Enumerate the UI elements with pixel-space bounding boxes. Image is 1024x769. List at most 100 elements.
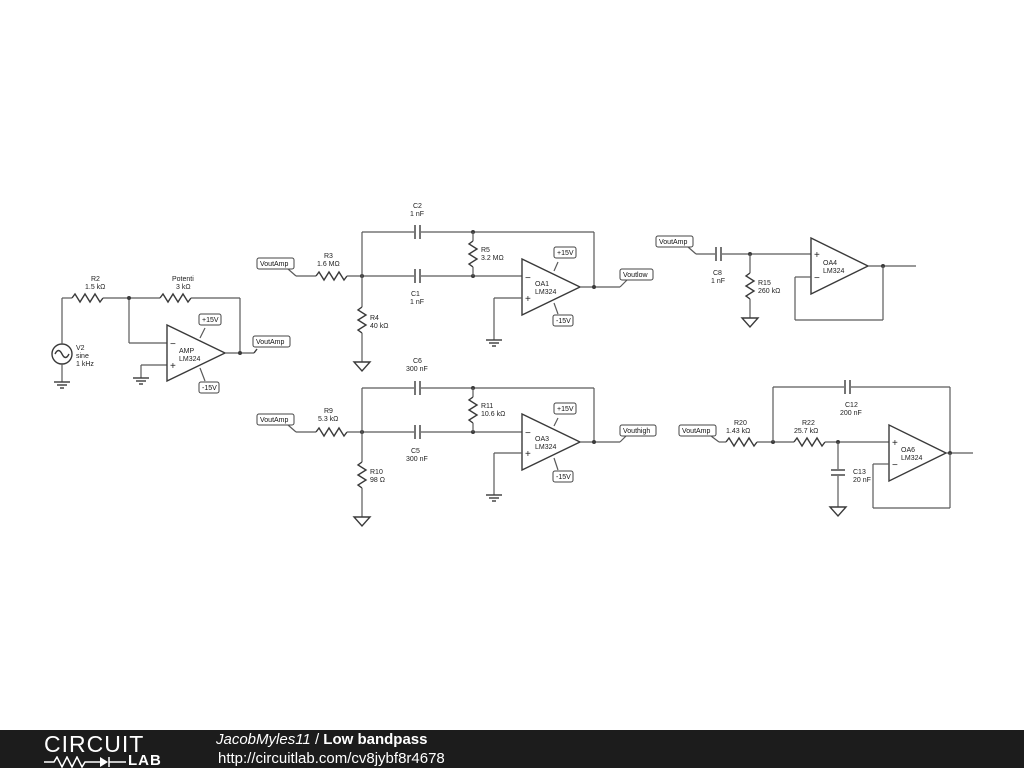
r4-ref: R4 [370,315,379,322]
r10-resistor[interactable] [356,461,368,489]
oa1-vpos-label: +15V [557,250,574,257]
c2-value: 1 nF [410,211,424,218]
voutamp-tag[interactable] [256,413,295,426]
oa4-ref: OA4 [823,260,837,267]
r9-value: 5.3 kΩ [318,416,338,423]
oa4-in-label: VoutAmp [659,239,688,246]
circuitlab-logo[interactable]: CIRCUIT LAB [44,732,178,768]
r22-ref: R22 [802,420,815,427]
voutamp-tag[interactable] [678,424,717,437]
r9-ref: R9 [324,408,333,415]
r5-resistor[interactable] [467,240,479,268]
logo-wordmark-bottom: LAB [128,752,162,769]
project-url[interactable]: http://circuitlab.com/cv8jybf8r4678 [218,750,445,767]
c6-ref: C6 [413,358,422,365]
ground-symbol [740,317,760,329]
oa1-stage: VoutAmp R3 1.6 MΩ R4 40 kΩ C2 1 nF C1 1 … [256,203,654,373]
r15-resistor[interactable] [744,272,756,300]
c8-ref: C8 [713,270,722,277]
c2-ref: C2 [413,203,422,210]
potenti-value: 3 kΩ [176,284,191,291]
minus-sign: − [170,339,176,350]
c5-value: 300 nF [406,456,428,463]
resistor-diode-icon [44,756,126,768]
amp-stage: V2 sine 1 kHz R2 1.5 kΩ Potenti 3 kΩ − +… [51,276,291,394]
r15-value: 260 kΩ [758,288,780,295]
oa6-ref: OA6 [901,447,915,454]
amp-model: LM324 [179,356,201,363]
oa1-vneg-label: -15V [556,318,571,325]
voutamp-tag[interactable] [252,335,291,348]
r3-resistor[interactable] [315,270,348,282]
project-name[interactable]: Low bandpass [323,731,428,748]
potenti-resistor[interactable] [159,292,192,304]
plus-sign: + [170,361,176,372]
ground-symbol [486,494,502,502]
oa4-model: LM324 [823,268,845,275]
voutamp-out-label: VoutAmp [256,339,285,346]
oa6-opamp[interactable] [888,423,948,483]
oa1-ref: OA1 [535,281,549,288]
oa3-in-label: VoutAmp [260,417,289,424]
r2-value: 1.5 kΩ [85,284,105,291]
oa4-opamp[interactable] [810,236,870,296]
c8-value: 1 nF [711,278,725,285]
r22-resistor[interactable] [793,436,826,448]
minus-sign: − [814,273,820,284]
r20-value: 1.43 kΩ [726,428,750,435]
c13-ref: C13 [853,469,866,476]
circuit-schematic[interactable]: V2 sine 1 kHz R2 1.5 kΩ Potenti 3 kΩ − +… [0,0,1024,730]
r3-value: 1.6 MΩ [317,261,340,268]
voutlow-label: Voutlow [623,272,648,279]
c5-ref: C5 [411,448,420,455]
oa3-vpos-label: +15V [557,406,574,413]
amp-ref: AMP [179,348,195,355]
oa3-model: LM324 [535,444,557,451]
v2-ref: V2 [76,345,85,352]
vouthigh-label: Vouthigh [623,428,650,435]
c1-ref: C1 [411,291,420,298]
author-link[interactable]: JacobMyles11 [216,731,311,748]
title-separator: / [310,731,324,748]
oa3-opamp[interactable] [521,412,582,472]
r20-resistor[interactable] [725,436,758,448]
r11-value: 10.6 kΩ [481,411,505,418]
c12-value: 200 nF [840,410,862,417]
project-title: JacobMyles11 / Low bandpass [216,731,427,749]
v2-value: 1 kHz [76,361,94,368]
plus-sign: + [814,250,820,261]
voutamp-tag[interactable] [655,235,694,248]
oa3-stage: VoutAmp R9 5.3 kΩ R10 98 Ω C6 300 nF C5 … [256,358,657,528]
oa1-opamp[interactable] [521,257,582,317]
ground-symbol [486,339,502,347]
oa6-model: LM324 [901,455,923,462]
r2-resistor[interactable] [71,292,104,304]
voutamp-tag[interactable] [256,257,295,270]
r4-resistor[interactable] [356,306,368,334]
ground-symbol [133,377,149,385]
amp-vneg-label: -15V [202,385,217,392]
r11-resistor[interactable] [467,396,479,424]
ground-symbol [54,381,70,389]
logo-wordmark-top: CIRCUIT [44,731,145,757]
c12-ref: C12 [845,402,858,409]
voutlow-tag[interactable] [619,268,654,281]
plus-sign: + [525,294,531,305]
r5-ref: R5 [481,247,490,254]
oa3-vneg-label: -15V [556,474,571,481]
ground-symbol [828,506,848,518]
c1-value: 1 nF [410,299,424,306]
vouthigh-tag[interactable] [619,424,657,437]
r22-value: 25.7 kΩ [794,428,818,435]
amp-opamp[interactable] [166,323,227,383]
minus-sign: − [525,428,531,439]
minus-sign: − [525,273,531,284]
footer-bar: CIRCUIT LAB JacobMyles11 / Low bandpass … [0,730,1024,768]
ground-symbol [352,361,372,373]
v2-kind: sine [76,353,89,360]
v2-source[interactable] [51,298,73,382]
oa6-stage: VoutAmp R20 1.43 kΩ R22 25.7 kΩ C12 200 … [678,380,973,518]
r15-ref: R15 [758,280,771,287]
potenti-ref: Potenti [172,276,194,283]
r9-resistor[interactable] [315,426,348,438]
